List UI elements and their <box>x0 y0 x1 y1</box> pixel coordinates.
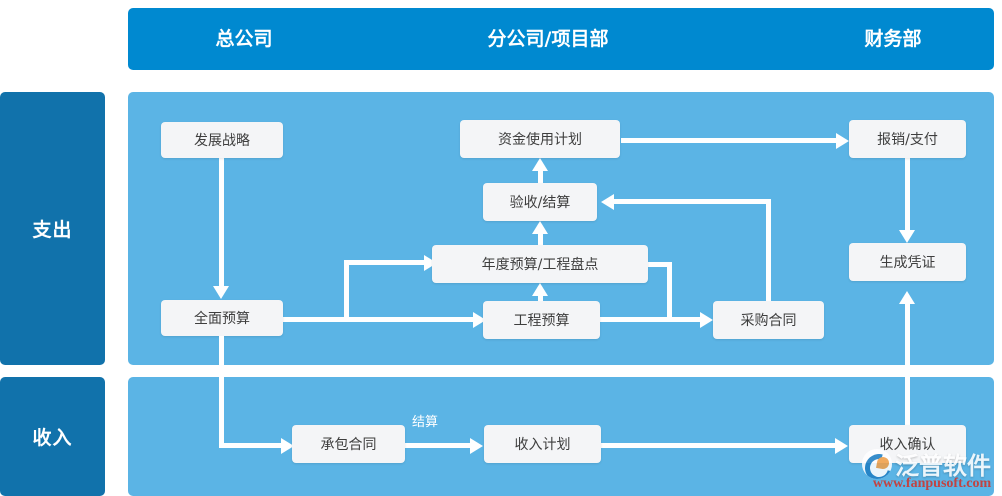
node-quanmian-yusuan[interactable]: 全面预算 <box>161 300 283 336</box>
arrowhead-project-budget-to-annual <box>532 283 548 296</box>
arrowhead-budget-to-project-budget <box>473 312 486 328</box>
connector-income-plan-to-confirm <box>601 443 835 448</box>
connector-income-confirm-to-voucher <box>905 298 910 446</box>
arrowhead-project-budget-to-purchase <box>700 312 713 328</box>
node-baoxiao-zhifu[interactable]: 报销/支付 <box>849 120 966 158</box>
node-chengbao-hetong[interactable]: 承包合同 <box>292 425 405 463</box>
node-caigou-hetong[interactable]: 采购合同 <box>713 301 824 339</box>
connector-budget-to-contract-riser <box>219 336 224 448</box>
node-gongcheng-yusuan[interactable]: 工程预算 <box>483 301 600 339</box>
arrowhead-purchase-to-acceptance <box>601 194 614 210</box>
edge-label-jiesuan: 结算 <box>412 415 439 430</box>
node-shouru-jihua[interactable]: 收入计划 <box>484 425 601 463</box>
node-fazhan-zhanlue[interactable]: 发展战略 <box>161 122 283 158</box>
arrowhead-annual-to-acceptance <box>532 221 548 234</box>
connector-project-budget-to-purchase <box>600 317 700 322</box>
connector-budget-to-annual-top <box>344 260 424 265</box>
header-column-finance: 财务部 <box>864 28 922 50</box>
connector-project-budget-to-annual <box>538 290 543 306</box>
connector-payment-to-voucher <box>905 158 910 230</box>
rail-income: 收入 <box>0 377 105 496</box>
arrowhead-payment-to-voucher <box>899 230 915 243</box>
arrowhead-fund-plan-to-payment <box>836 133 849 149</box>
arrowhead-income-confirm-to-voucher <box>899 291 915 304</box>
connector-budget-to-annual-riser <box>344 260 349 320</box>
connector-budget-to-contract-run <box>219 443 281 448</box>
node-zijin-shiyong-jihua[interactable]: 资金使用计划 <box>460 120 620 158</box>
connector-purchase-riser <box>766 199 771 301</box>
node-yanshou-jiesuan[interactable]: 验收/结算 <box>483 183 597 221</box>
node-shengcheng-pingzheng[interactable]: 生成凭证 <box>849 243 966 281</box>
arrowhead-strategy-to-budget <box>213 286 229 299</box>
connector-purchase-to-acceptance <box>614 199 771 204</box>
arrowhead-contract-to-income-plan <box>470 438 483 454</box>
header-column-branch-project: 分公司/项目部 <box>487 28 609 50</box>
connector-annual-to-acceptance <box>538 228 543 245</box>
connector-annual-down-to-purchase-line <box>667 262 672 319</box>
header-bar: 总公司 分公司/项目部 财务部 <box>128 8 994 70</box>
connector-fund-plan-to-payment <box>621 138 836 143</box>
node-shouru-queren[interactable]: 收入确认 <box>849 425 966 463</box>
connector-strategy-to-budget <box>219 158 224 286</box>
arrowhead-acceptance-to-fund-plan <box>532 158 548 171</box>
connector-annual-right-stub <box>648 262 672 267</box>
header-column-total-company: 总公司 <box>215 28 273 50</box>
arrowhead-income-plan-to-confirm <box>835 438 848 454</box>
arrowhead-budget-to-contract <box>281 438 294 454</box>
node-niandu-yusuan-gongcheng-pandian[interactable]: 年度预算/工程盘点 <box>432 245 648 283</box>
connector-budget-to-project-budget <box>283 317 473 322</box>
connector-contract-to-income-plan <box>405 443 470 448</box>
rail-expenditure: 支出 <box>0 92 105 365</box>
connector-acceptance-to-fund-plan <box>538 165 543 183</box>
